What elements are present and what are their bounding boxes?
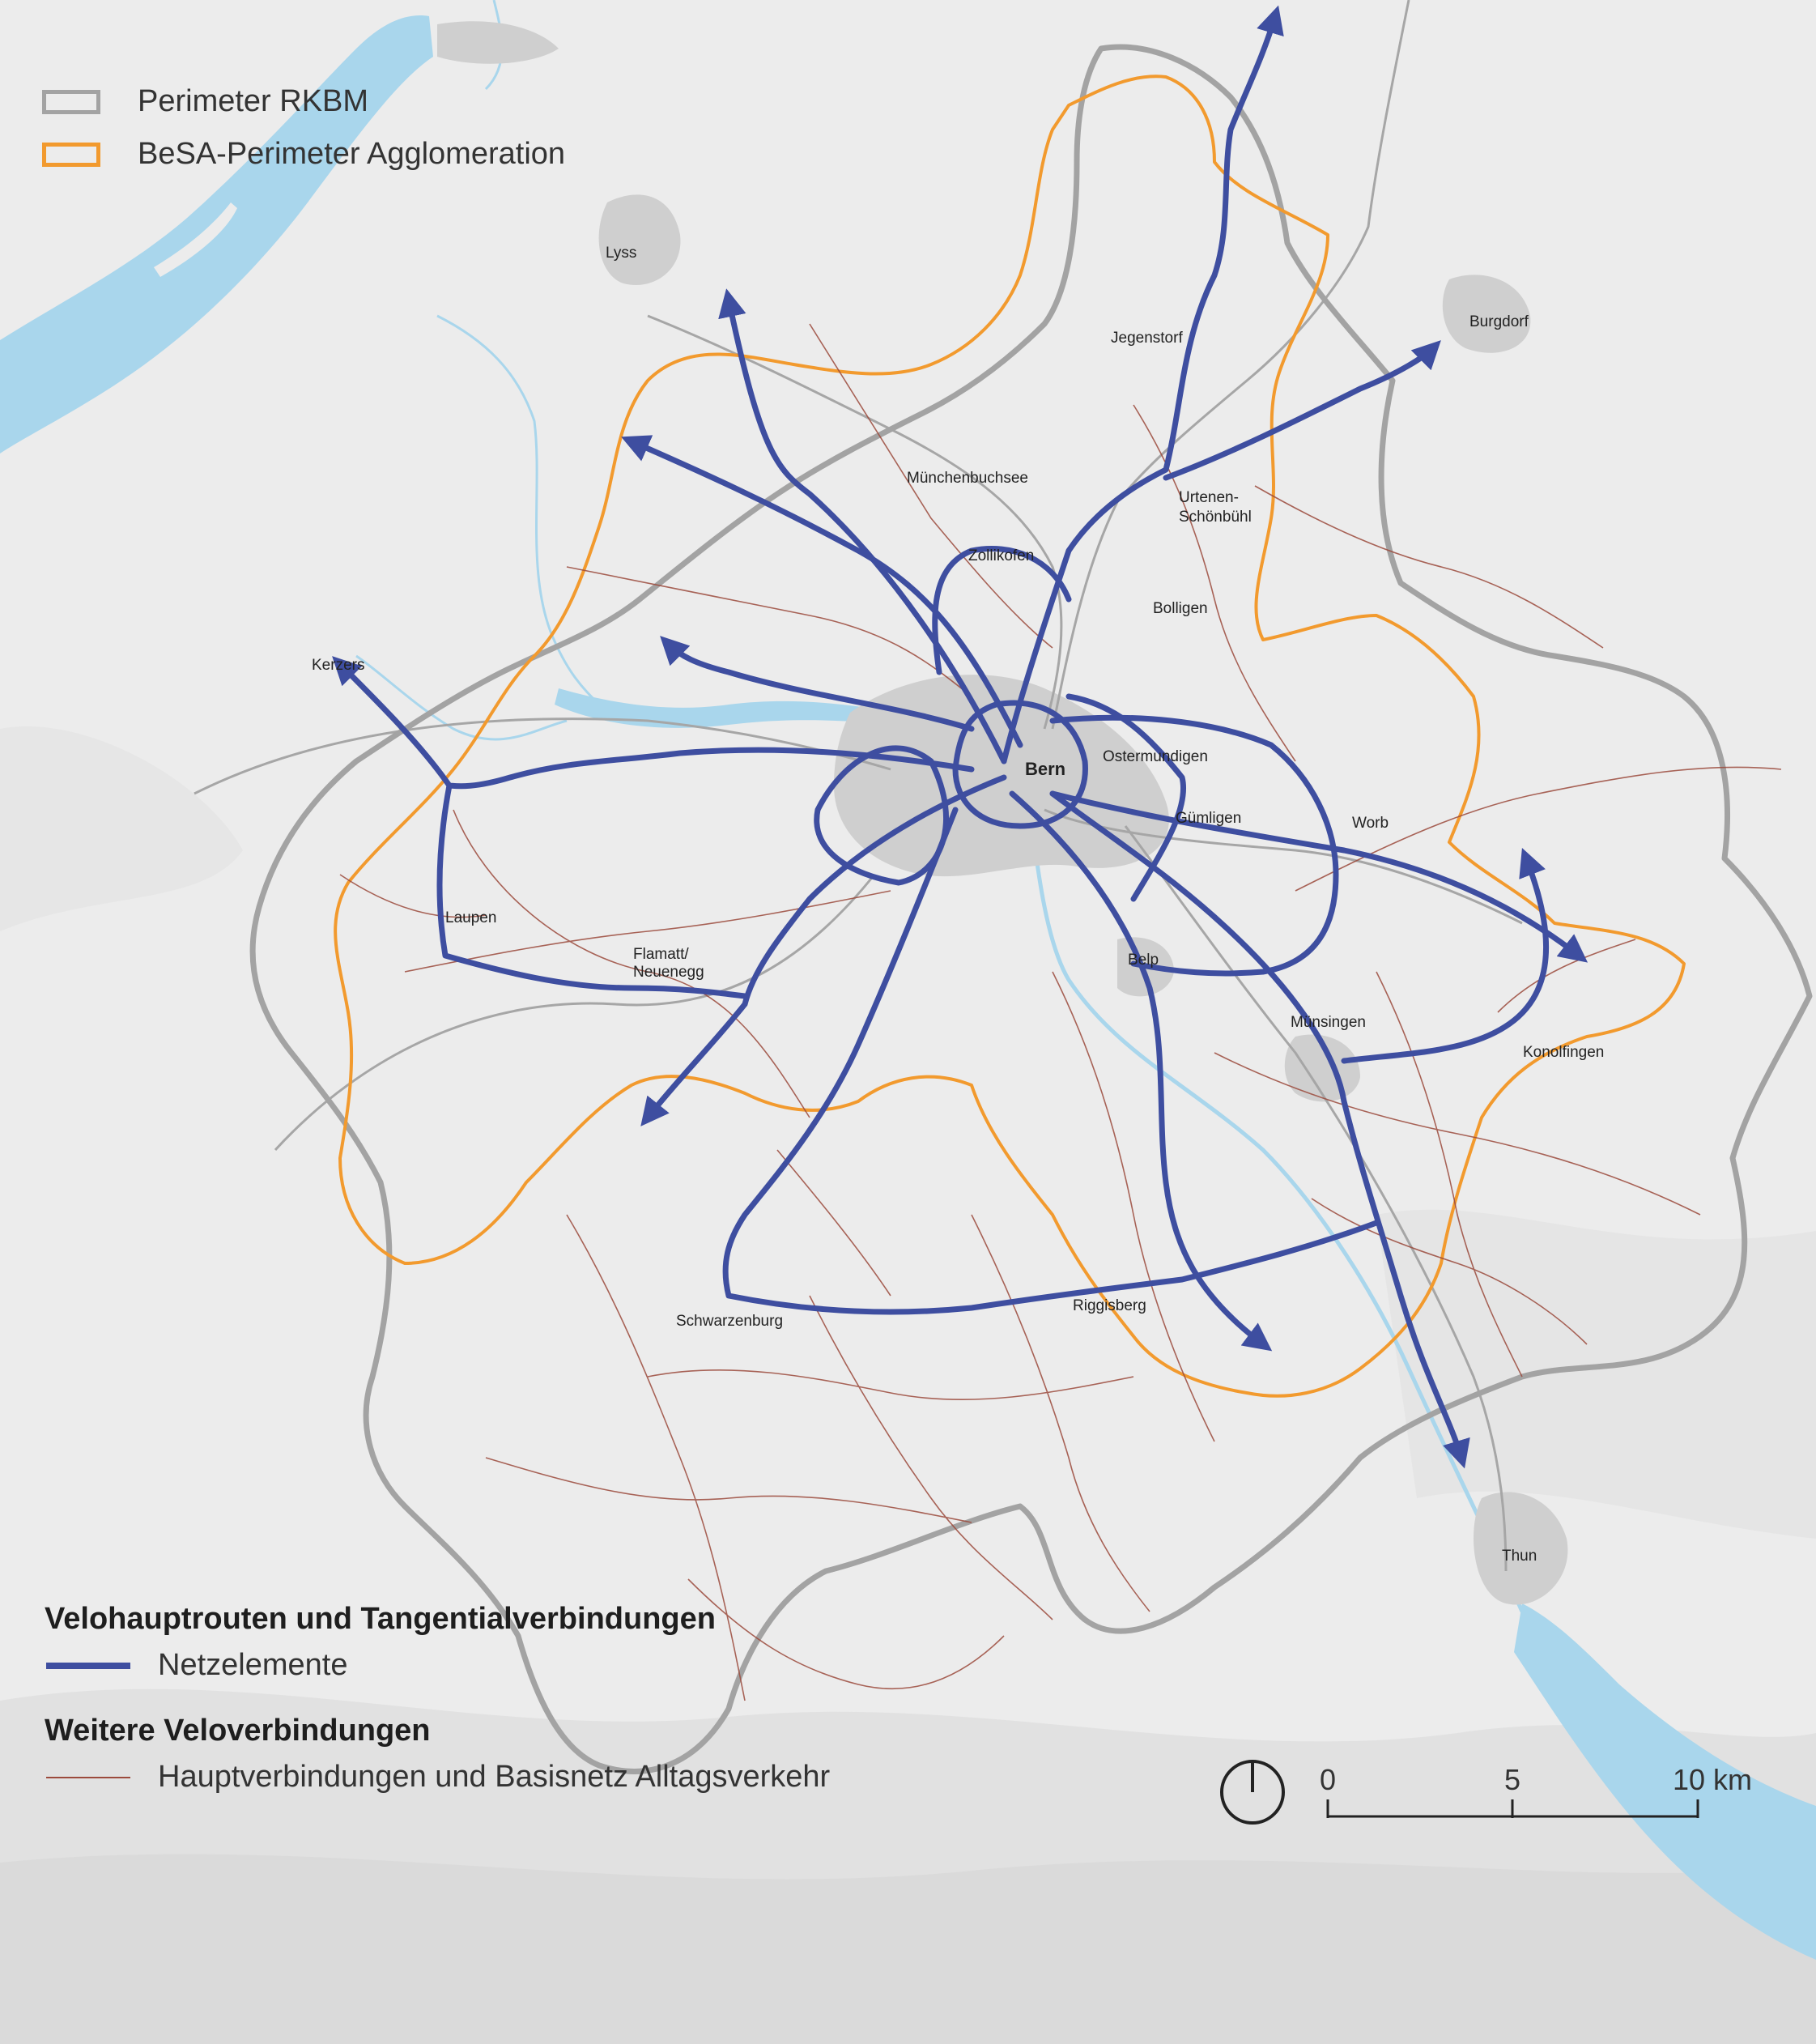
route-bern-ring xyxy=(952,700,1088,829)
river-aare-north xyxy=(436,314,601,706)
scale-tick-5: 5 xyxy=(1504,1763,1520,1796)
route-west-short xyxy=(660,636,975,732)
legend-title-weitere: Weitere Veloverbindungen xyxy=(45,1714,431,1748)
route-muenchenbuchsee-nw xyxy=(621,435,1023,748)
legend-item-rkbm: Perimeter RKBM xyxy=(42,84,565,119)
label-konolfingen: Konolfingen xyxy=(1523,1044,1604,1061)
label-burgdorf: Burgdorf xyxy=(1469,313,1529,330)
route-zollikofen-loop xyxy=(932,546,1072,675)
river-saane xyxy=(355,654,568,741)
secondary-network xyxy=(339,323,1782,1701)
main-routes xyxy=(332,5,1588,1469)
route-laupen xyxy=(436,782,748,999)
label-muenchenbuchsee: Münchenbuchsee xyxy=(907,470,1028,487)
legend-swatch-besa xyxy=(42,142,100,167)
label-lyss: Lyss xyxy=(606,245,636,262)
label-thun: Thun xyxy=(1502,1548,1537,1565)
route-inner-loop xyxy=(814,745,950,886)
route-riggisberg xyxy=(1009,790,1273,1352)
railway-lines xyxy=(194,0,1523,1572)
legend-label-rkbm: Perimeter RKBM xyxy=(138,84,369,118)
settlement-thun xyxy=(1474,1492,1568,1605)
label-jegenstorf: Jegenstorf xyxy=(1111,330,1183,347)
scale-tick-0: 0 xyxy=(1320,1763,1336,1796)
label-zollikofen: Zollikofen xyxy=(968,547,1034,564)
legend-swatch-rkbm xyxy=(42,89,100,114)
north-arrow xyxy=(1220,1760,1285,1825)
legend-label-netzelemente: Netzelemente xyxy=(158,1648,348,1682)
route-kerzers xyxy=(332,656,975,790)
legend-item-netzelemente: Netzelemente xyxy=(45,1648,830,1683)
route-worb-east xyxy=(1049,790,1588,963)
legend-perimeter: Perimeter RKBM BeSA-Perimeter Agglomerat… xyxy=(42,84,565,172)
label-guemligen: Gümligen xyxy=(1176,810,1241,827)
route-flamatt xyxy=(640,774,1007,1126)
label-urtenen-2: Schönbühl xyxy=(1179,509,1252,526)
label-bolligen: Bolligen xyxy=(1153,600,1208,617)
label-riggisberg: Riggisberg xyxy=(1073,1297,1146,1314)
route-north-burgdorf-axis xyxy=(1001,5,1284,764)
legend-swatch-netzelemente xyxy=(46,1662,130,1669)
island-st-peter xyxy=(154,202,237,277)
legend-label-hauptverbindungen: Hauptverbindungen und Basisnetz Alltagsv… xyxy=(158,1760,831,1794)
place-labels: Lyss Burgdorf Jegenstorf Münchenbuchsee … xyxy=(312,245,1604,1565)
label-worb: Worb xyxy=(1352,815,1389,832)
lake-thun xyxy=(1514,1603,1816,1960)
scale-tick-10: 10 km xyxy=(1673,1763,1752,1796)
legend-swatch-hauptverbindungen xyxy=(46,1776,130,1778)
water-bodies xyxy=(0,0,1816,1960)
route-schwarzenburg xyxy=(722,807,1380,1315)
scale-bar: 0 5 10 km xyxy=(1320,1763,1752,1818)
label-muensingen: Münsingen xyxy=(1291,1014,1366,1031)
label-kerzers: Kerzers xyxy=(312,657,364,674)
label-laupen: Laupen xyxy=(445,909,496,926)
settlement-lyss xyxy=(598,194,681,285)
label-flamatt-2: Neuenegg xyxy=(633,964,704,981)
label-bern: Bern xyxy=(1025,759,1065,779)
legend-title-velohauptrouten: Velohauptrouten und Tangentialverbindung… xyxy=(45,1602,716,1636)
wohlensee xyxy=(555,688,900,728)
label-flamatt-1: Flamatt/ xyxy=(633,946,689,963)
settlement-burgdorf xyxy=(1442,275,1531,353)
settlement-north xyxy=(437,21,559,64)
label-urtenen-1: Urtenen- xyxy=(1179,489,1239,506)
route-ostermundigen xyxy=(1065,693,1186,902)
legend-item-hauptverbindungen: Hauptverbindungen und Basisnetz Alltagsv… xyxy=(45,1760,830,1795)
legend-label-besa: BeSA-Perimeter Agglomeration xyxy=(138,137,566,171)
label-ostermundigen: Ostermundigen xyxy=(1103,748,1208,765)
perimeter-besa xyxy=(334,75,1686,1398)
route-konolfingen-loop xyxy=(1341,847,1550,1064)
route-lyss xyxy=(718,288,1007,764)
route-thun xyxy=(1049,790,1470,1469)
label-schwarzenburg: Schwarzenburg xyxy=(676,1313,783,1330)
legend-routes: Velohauptrouten und Tangentialverbindung… xyxy=(45,1602,830,1795)
legend-item-besa: BeSA-Perimeter Agglomeration xyxy=(42,137,565,172)
perimeter-rkbm xyxy=(249,44,1813,1774)
route-guemligen-loop xyxy=(1049,714,1339,977)
terrain-relief xyxy=(0,726,1816,2044)
route-burgdorf xyxy=(1163,340,1441,481)
label-belp: Belp xyxy=(1128,952,1159,969)
